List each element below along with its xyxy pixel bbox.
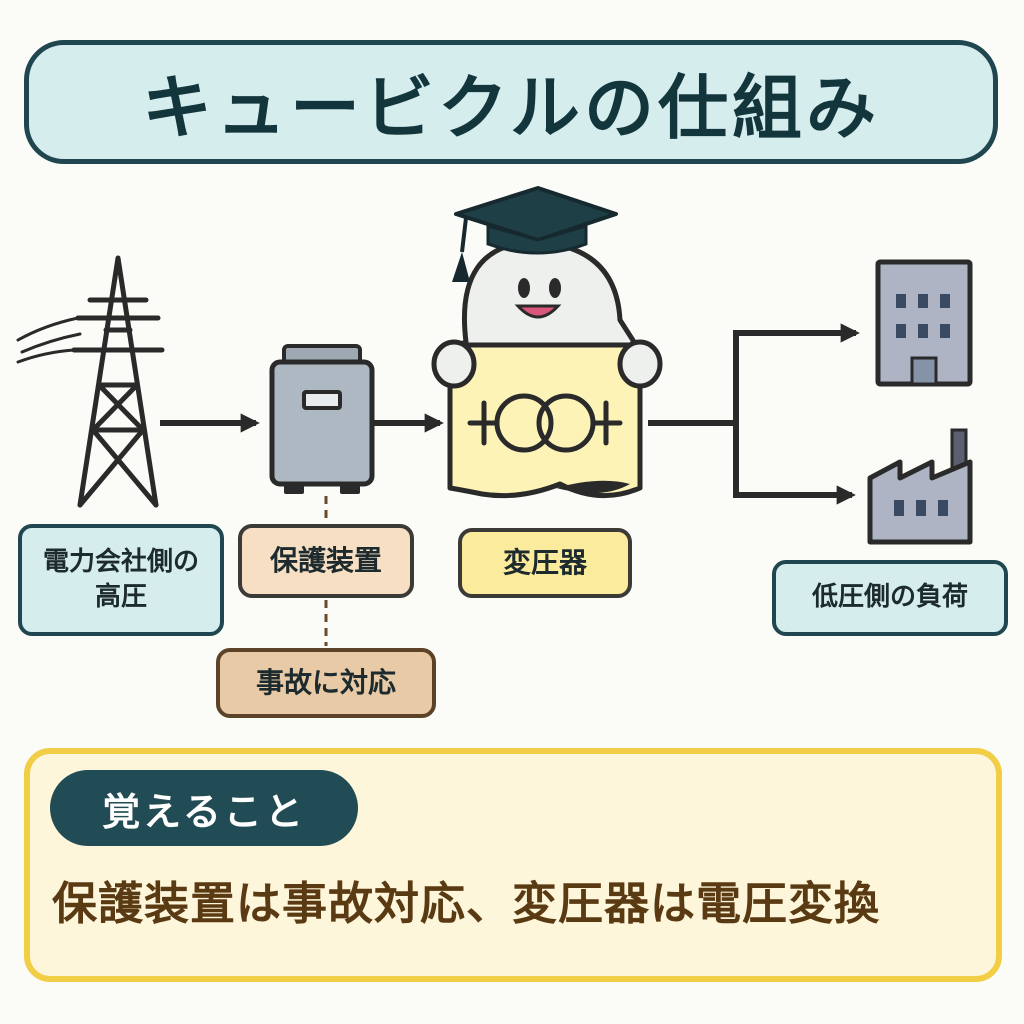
memo-text: 保護装置は事故対応、変圧器は電圧変換 (52, 876, 881, 930)
power-tower-icon (16, 255, 165, 508)
graduation-cap-icon (452, 186, 618, 282)
page-title: キュービクルの仕組み (142, 66, 880, 149)
node-accident-label: 事故に対応 (255, 666, 396, 700)
node-transformer: 変圧器 (458, 528, 632, 598)
node-high-voltage: 電力会社側の 高圧 (18, 524, 224, 636)
node-protection: 保護装置 (238, 524, 414, 598)
node-low-voltage-load: 低圧側の負荷 (772, 560, 1008, 636)
node-load-label: 低圧側の負荷 (811, 582, 968, 613)
node-transformer-label: 変圧器 (502, 546, 587, 580)
transformer-symbol-icon (467, 393, 623, 453)
memo-badge-label: 覚えること (102, 789, 306, 834)
flow-arrows (160, 323, 860, 505)
office-building-icon (875, 259, 973, 387)
node-accident: 事故に対応 (216, 648, 436, 718)
node-high-voltage-label: 電力会社側の 高圧 (42, 546, 199, 612)
memo-badge: 覚えること (50, 770, 358, 846)
factory-icon (867, 428, 973, 545)
protection-cabinet-icon (269, 344, 375, 494)
title-banner: キュービクルの仕組み (24, 40, 998, 164)
node-protection-label: 保護装置 (269, 544, 382, 578)
